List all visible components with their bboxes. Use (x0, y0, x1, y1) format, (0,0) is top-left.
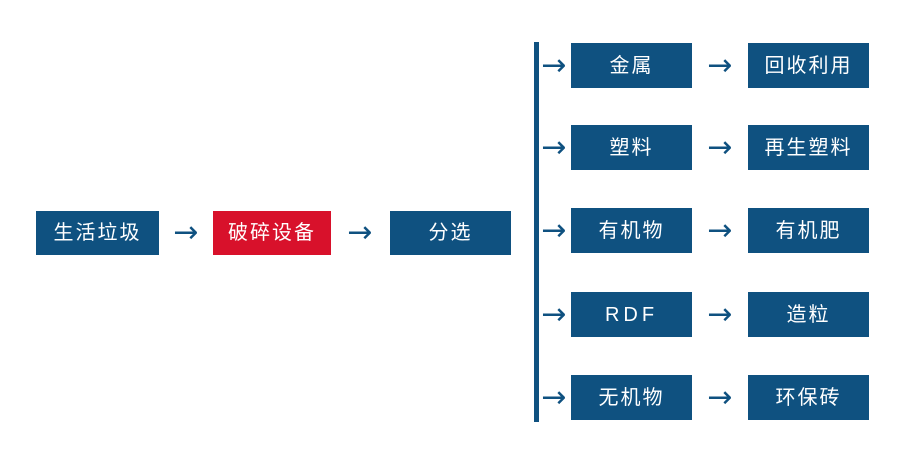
arrow-right-icon-branch-1: → (541, 48, 567, 83)
branch-bus-line (534, 42, 539, 422)
arrow-right-icon-row-5: → (707, 379, 733, 415)
arrow-right-icon-main-2: → (347, 215, 373, 250)
branch-material-plastic[interactable]: 塑料 (571, 125, 692, 170)
branch-product-organic-fertilizer[interactable]: 有机肥 (748, 208, 869, 253)
arrow-right-icon-row-1: → (707, 47, 733, 83)
arrow-right-icon-main-1: → (173, 215, 199, 250)
flow-node-household-waste[interactable]: 生活垃圾 (36, 211, 159, 255)
branch-material-organic[interactable]: 有机物 (571, 208, 692, 253)
branch-material-rdf[interactable]: RDF (571, 292, 692, 337)
branch-material-inorganic[interactable]: 无机物 (571, 375, 692, 420)
branch-product-eco-brick[interactable]: 环保砖 (748, 375, 869, 420)
arrow-right-icon-row-4: → (707, 296, 733, 332)
branch-product-regenerated-plastic[interactable]: 再生塑料 (748, 125, 869, 170)
branch-product-granulation[interactable]: 造粒 (748, 292, 869, 337)
flow-node-crushing-equipment[interactable]: 破碎设备 (213, 211, 331, 255)
arrow-right-icon-branch-2: → (541, 130, 567, 165)
branch-product-recycling[interactable]: 回收利用 (748, 43, 869, 88)
arrow-right-icon-branch-3: → (541, 213, 567, 248)
flow-node-sorting[interactable]: 分选 (390, 211, 511, 255)
arrow-right-icon-branch-5: → (541, 380, 567, 415)
arrow-right-icon-row-3: → (707, 212, 733, 248)
arrow-right-icon-row-2: → (707, 129, 733, 165)
arrow-right-icon-branch-4: → (541, 297, 567, 332)
branch-material-metal[interactable]: 金属 (571, 43, 692, 88)
